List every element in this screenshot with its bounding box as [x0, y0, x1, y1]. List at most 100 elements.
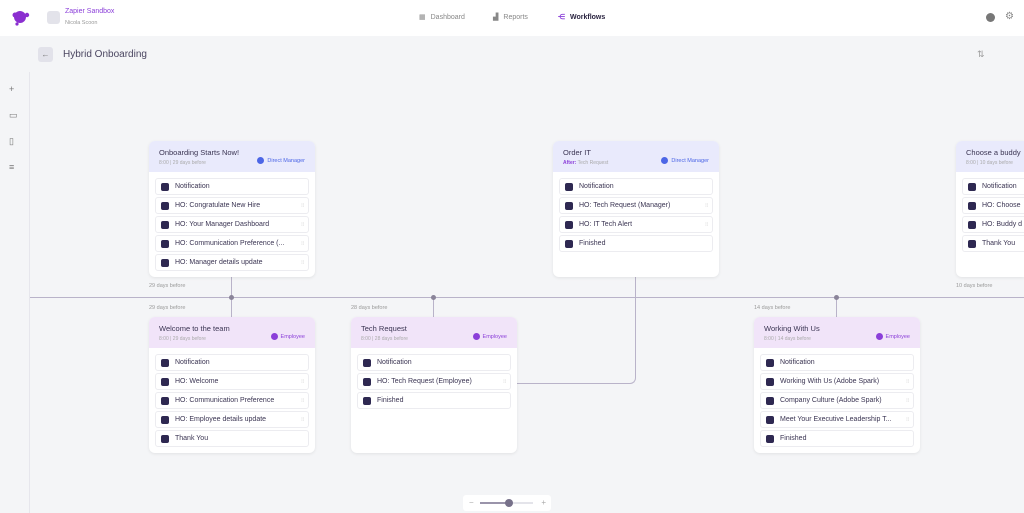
logo[interactable] [12, 10, 32, 26]
workflow-step[interactable]: Working With Us (Adobe Spark) ⁞⁞ [760, 373, 914, 390]
workflow-step[interactable]: Notification [155, 178, 309, 195]
step-icon [968, 201, 976, 210]
sliders-icon[interactable]: ≡ [9, 162, 15, 172]
zoom-in-button[interactable]: + [541, 498, 546, 507]
workflow-step[interactable]: Thank You [155, 430, 309, 447]
user-icon [270, 333, 278, 340]
drag-handle-icon[interactable]: ⁞⁞ [301, 259, 304, 266]
role-badge: Employee [875, 333, 910, 340]
step-icon [363, 358, 371, 367]
workflow-step[interactable]: HO: IT Tech Alert⁞⁞ [559, 216, 713, 233]
timeline-node[interactable] [229, 295, 234, 300]
workflow-icon: ⋲ [558, 14, 565, 21]
help-icon[interactable] [986, 13, 995, 22]
step-label: HO: Communication Preference (... [175, 240, 285, 247]
workflow-step[interactable]: HO: Tech Request (Employee)⁞⁞ [357, 373, 511, 390]
workflow-step[interactable]: HO: Tech Request (Manager)⁞⁞ [559, 197, 713, 214]
step-label: Notification [377, 359, 412, 366]
drag-handle-icon[interactable]: ⁞⁞ [906, 397, 909, 404]
drag-handle-icon[interactable]: ⁞⁞ [906, 416, 909, 423]
role-label: Employee [885, 333, 910, 340]
zoom-slider[interactable] [480, 499, 533, 507]
timeline-node[interactable] [834, 295, 839, 300]
user-icon [257, 157, 265, 164]
drag-handle-icon[interactable]: ⁞⁞ [503, 378, 506, 385]
zoom-control: − + [463, 495, 551, 511]
connector [433, 297, 434, 317]
day-label: 28 days before [351, 305, 388, 311]
workflow-step[interactable]: HO: Welcome ⁞⁞ [155, 373, 309, 390]
workflow-step[interactable]: Thank You [962, 235, 1024, 252]
drag-handle-icon[interactable]: ⁞⁞ [301, 397, 304, 404]
workflow-step[interactable]: Notification [559, 178, 713, 195]
timeline-node[interactable] [431, 295, 436, 300]
drag-handle-icon[interactable]: ⁞⁞ [705, 221, 708, 228]
folder-icon[interactable]: ▭ [9, 110, 18, 120]
drag-handle-icon[interactable]: ⁞⁞ [906, 378, 909, 385]
workflow-step[interactable]: Finished [760, 430, 914, 447]
step-icon [565, 182, 573, 191]
workflow-step[interactable]: Finished [357, 392, 511, 409]
zoom-slider-handle[interactable] [505, 499, 514, 507]
step-icon [161, 358, 169, 367]
drag-handle-icon[interactable]: ⁞⁞ [301, 221, 304, 228]
workflow-step[interactable]: HO: Choose [962, 197, 1024, 214]
step-icon [363, 377, 371, 386]
card-subtitle: Tech Request [577, 160, 609, 166]
after-label: After: [563, 160, 577, 166]
drag-handle-icon[interactable]: ⁞⁞ [301, 378, 304, 385]
nav-reports[interactable]: ▟Reports [493, 13, 528, 22]
workflow-step[interactable]: HO: Congratulate New Hire⁞⁞ [155, 197, 309, 214]
role-label: Direct Manager [671, 157, 709, 164]
user-name: Nicola Scoon [65, 20, 98, 26]
step-label: HO: Welcome [175, 378, 219, 385]
workflow-step[interactable]: Notification [760, 354, 914, 371]
zoom-out-button[interactable]: − [469, 498, 474, 507]
workflow-step[interactable]: HO: Communication Preference⁞⁞ [155, 392, 309, 409]
org-name[interactable]: Zapier Sandbox [65, 8, 115, 15]
workflow-card[interactable]: Onboarding Starts Now!8:00 | 29 days bef… [149, 141, 315, 277]
workflow-step[interactable]: Meet Your Executive Leadership T...⁞⁞ [760, 411, 914, 428]
step-label: Working With Us (Adobe Spark) [780, 378, 880, 385]
role-label: Direct Manager [267, 157, 305, 164]
plus-icon[interactable]: + [9, 84, 15, 94]
book-icon[interactable]: ▯ [9, 136, 14, 146]
connector [836, 297, 837, 317]
drag-handle-icon[interactable]: ⁞⁞ [301, 202, 304, 209]
workflow-step[interactable]: HO: Buddy d [962, 216, 1024, 233]
step-label: HO: Manager details update [175, 259, 263, 266]
step-icon [968, 239, 976, 248]
workflow-step[interactable]: HO: Your Manager Dashboard⁞⁞ [155, 216, 309, 233]
drag-handle-icon[interactable]: ⁞⁞ [301, 240, 304, 247]
card-subtitle: 8:00 | 29 days before [159, 160, 206, 166]
workflow-step[interactable]: Company Culture (Adobe Spark)⁞⁞ [760, 392, 914, 409]
workflow-step[interactable]: HO: Manager details update ⁞⁞ [155, 254, 309, 271]
dependency-connector [516, 277, 636, 384]
nav-dashboard[interactable]: ▦Dashboard [419, 13, 465, 22]
workflow-step[interactable]: Notification [962, 178, 1024, 195]
step-icon [161, 182, 169, 191]
card-subtitle: 8:00 | 14 days before [764, 336, 811, 342]
swap-icon[interactable]: ⇅ [977, 49, 985, 59]
step-label: Notification [175, 359, 210, 366]
back-button[interactable]: ← [38, 47, 53, 62]
step-icon [766, 434, 774, 443]
workflow-step[interactable]: HO: Employee details update⁞⁞ [155, 411, 309, 428]
workflow-step[interactable]: Notification [357, 354, 511, 371]
nav-workflows[interactable]: ⋲Workflows [558, 13, 605, 22]
drag-handle-icon[interactable]: ⁞⁞ [301, 416, 304, 423]
workflow-step[interactable]: Notification [155, 354, 309, 371]
workflow-step[interactable]: Finished [559, 235, 713, 252]
gear-icon[interactable]: ⚙ [1005, 11, 1014, 22]
avatar[interactable] [47, 11, 60, 24]
drag-handle-icon[interactable]: ⁞⁞ [705, 202, 708, 209]
role-label: Employee [482, 333, 507, 340]
workflow-step[interactable]: HO: Communication Preference (... ⁞⁞ [155, 235, 309, 252]
